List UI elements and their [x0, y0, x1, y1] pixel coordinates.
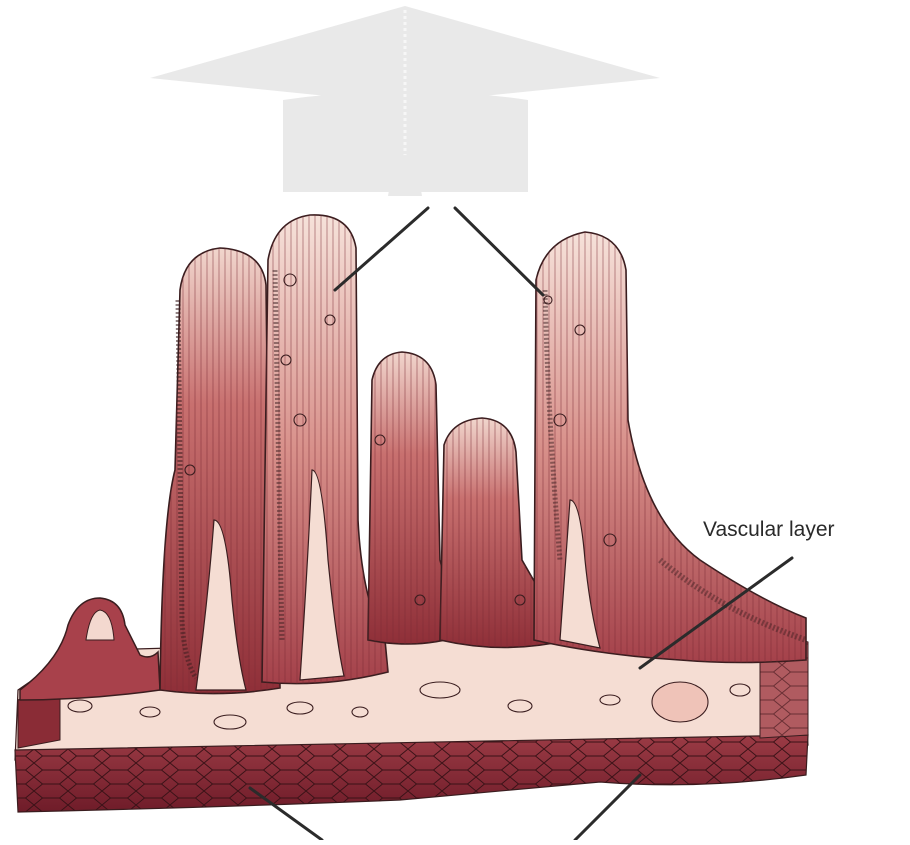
- leader-line-villus-right: [455, 208, 543, 295]
- vascular-layer-label: Vascular layer: [703, 518, 835, 542]
- graduation-cap-icon: [150, 6, 660, 196]
- leader-line-bottom-right: [575, 775, 640, 840]
